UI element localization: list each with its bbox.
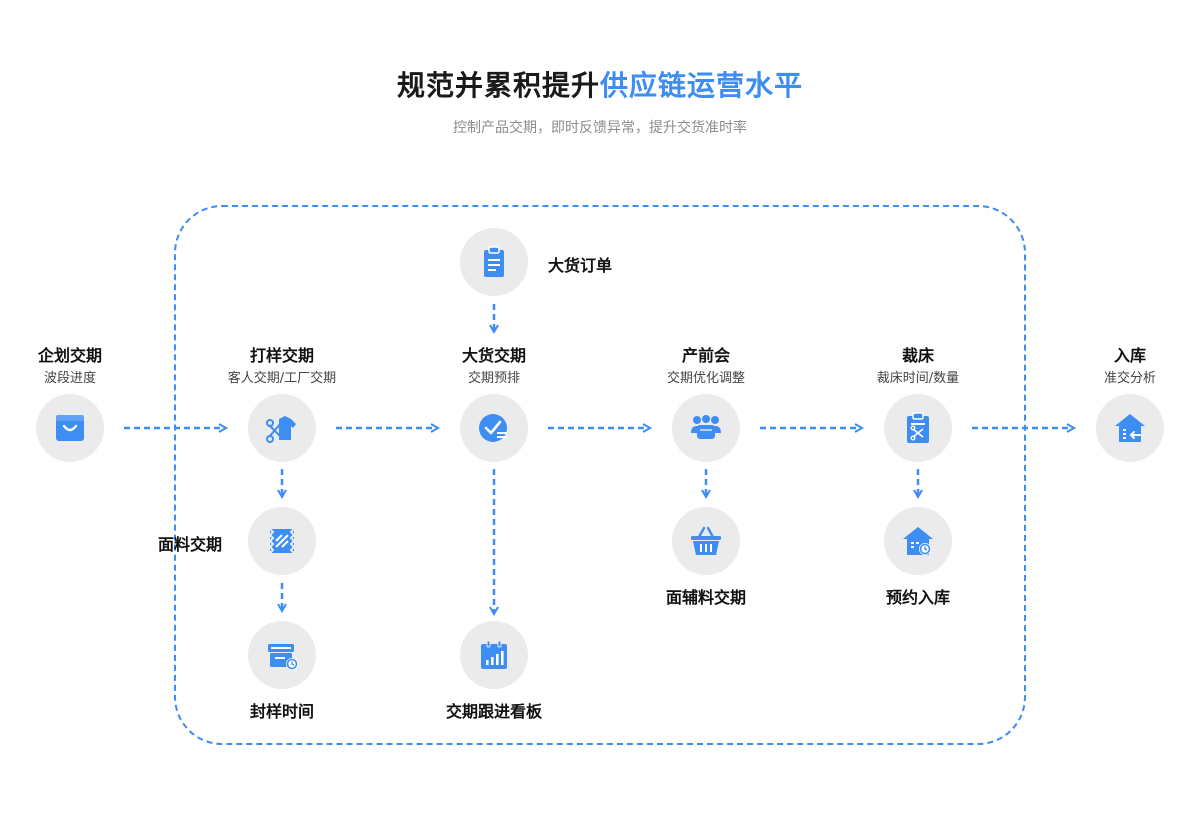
warehouse-return-icon xyxy=(1115,414,1145,442)
node-warehouse-sub: 准交分析 xyxy=(1103,371,1156,386)
node-seal-time-label: 封样时间 xyxy=(249,702,314,721)
node-preprod-title: 产前会 xyxy=(681,346,730,365)
page-title: 规范并累积提升供应链运营水平 xyxy=(0,64,1200,104)
meeting-people-icon xyxy=(691,415,721,439)
scissors-shirt-icon xyxy=(266,416,296,443)
node-bulk-title: 大货交期 xyxy=(461,346,526,365)
node-accessories xyxy=(672,507,740,575)
node-tracking-board xyxy=(460,621,528,689)
node-cutting-sub: 裁床时间/数量 xyxy=(876,371,960,386)
process-boundary xyxy=(174,205,1026,745)
fabric-icon xyxy=(268,528,296,554)
basket-icon xyxy=(691,526,721,555)
node-planning-title: 企划交期 xyxy=(37,346,102,365)
page-title-accent: 供应链运营水平 xyxy=(600,69,804,102)
node-fabric xyxy=(248,507,316,575)
node-warehouse-title: 入库 xyxy=(1113,346,1146,365)
node-seal-time xyxy=(248,621,316,689)
node-accessories-label: 面辅料交期 xyxy=(665,588,746,607)
bar-chart-calendar-icon xyxy=(481,640,507,669)
node-preprod xyxy=(672,394,740,462)
page-title-main: 规范并累积提升 xyxy=(396,69,600,102)
node-sample-sub: 客人交期/工厂交期 xyxy=(227,371,337,386)
node-bulk-order-label: 大货订单 xyxy=(548,256,613,275)
check-schedule-icon xyxy=(479,414,507,442)
node-planning xyxy=(36,394,104,462)
node-booking-label: 预约入库 xyxy=(885,588,950,607)
node-bulk-sub: 交期预排 xyxy=(467,371,520,386)
node-warehouse xyxy=(1096,394,1164,462)
node-planning-sub: 波段进度 xyxy=(43,371,96,386)
document-icon xyxy=(484,246,504,277)
node-cutting-title: 裁床 xyxy=(901,346,934,365)
node-cutting xyxy=(884,394,952,462)
warehouse-clock-icon xyxy=(903,527,933,555)
node-tracking-board-label: 交期跟进看板 xyxy=(445,702,542,721)
page-subtitle: 控制产品交期，即时反馈异常，提升交货准时率 xyxy=(453,120,747,136)
node-bulk xyxy=(460,394,528,462)
node-preprod-sub: 交期优化调整 xyxy=(666,371,745,386)
shopping-bag-icon xyxy=(56,415,84,441)
node-bulk-order xyxy=(460,228,528,296)
node-booking xyxy=(884,507,952,575)
node-fabric-label: 面料交期 xyxy=(158,535,223,554)
sealed-box-clock-icon xyxy=(268,644,298,670)
node-sample xyxy=(248,394,316,462)
node-sample-title: 打样交期 xyxy=(249,346,314,365)
cutting-clipboard-icon xyxy=(907,412,929,443)
